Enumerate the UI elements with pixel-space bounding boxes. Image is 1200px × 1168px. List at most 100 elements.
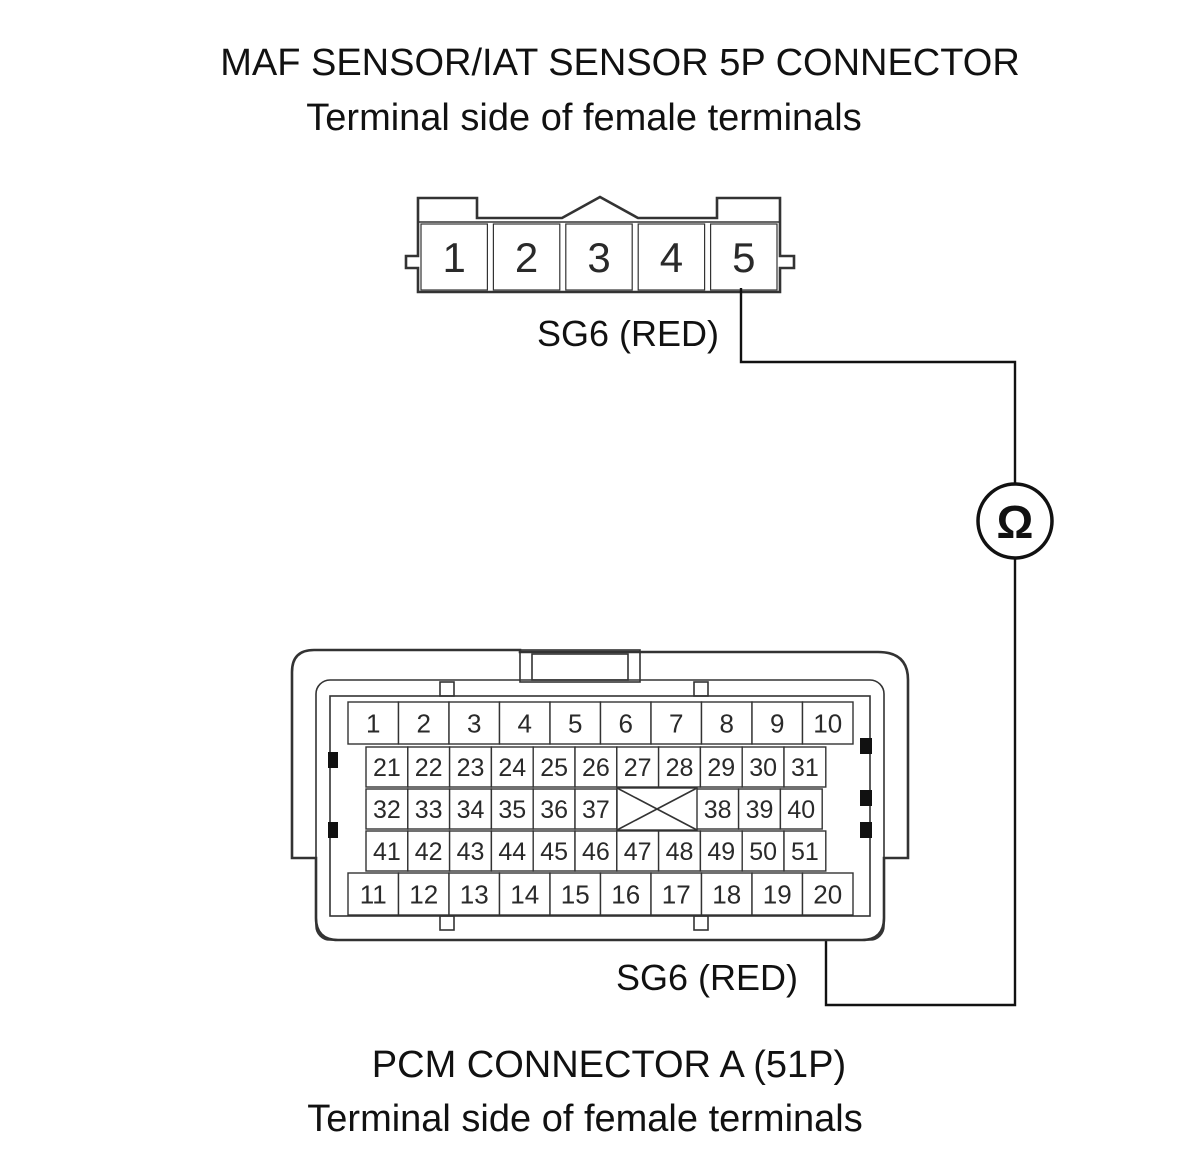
pcm-terminal-number: 21 xyxy=(373,754,401,782)
pcm-terminal-8: 8 xyxy=(700,701,753,745)
pcm-terminal-number: 38 xyxy=(704,796,732,824)
pcm-terminal-number: 19 xyxy=(763,879,792,909)
pcm-terminal-19: 19 xyxy=(751,872,804,916)
pcm-terminal-46: 46 xyxy=(574,830,618,872)
pcm-terminal-number: 11 xyxy=(360,879,387,909)
probe-wire-lower xyxy=(824,558,1017,1007)
pcm-terminal-number: 24 xyxy=(498,754,526,782)
pcm-terminal-29: 29 xyxy=(699,746,743,788)
pcm-terminal-number: 48 xyxy=(666,838,694,866)
pcm-terminal-number: 12 xyxy=(409,879,438,909)
maf-connector-title: MAF SENSOR/IAT SENSOR 5P CONNECTOR xyxy=(220,42,1020,84)
pcm-terminal-25: 25 xyxy=(532,746,576,788)
pcm-terminal-number: 16 xyxy=(611,879,640,909)
maf-terminal-number: 4 xyxy=(660,234,683,281)
pcm-terminal-11: 11 xyxy=(347,872,400,916)
pcm-blank-cavity xyxy=(616,787,698,831)
pcm-terminal-51: 51 xyxy=(783,830,827,872)
maf-connector-subtitle: Terminal side of female terminals xyxy=(306,97,861,139)
pcm-terminal-26: 26 xyxy=(574,746,618,788)
pcm-terminal-number: 30 xyxy=(749,754,777,782)
pcm-terminal-number: 33 xyxy=(415,796,443,824)
pcm-terminal-number: 43 xyxy=(457,838,485,866)
pcm-terminal-number: 2 xyxy=(417,708,431,738)
pcm-terminal-number: 7 xyxy=(669,708,683,738)
pcm-terminal-39: 39 xyxy=(737,788,782,830)
pcm-terminal-number: 50 xyxy=(749,838,777,866)
maf-terminal-number: 5 xyxy=(732,234,755,281)
pcm-terminal-number: 3 xyxy=(467,708,481,738)
maf-probe-label: SG6 (RED) xyxy=(537,313,719,354)
pcm-terminal-27: 27 xyxy=(616,746,660,788)
pcm-terminal-number: 1 xyxy=(366,708,380,738)
pcm-terminal-number: 35 xyxy=(498,796,526,824)
pcm-terminal-number: 28 xyxy=(666,754,694,782)
pcm-terminal-43: 43 xyxy=(448,830,493,872)
pcm-terminal-3: 3 xyxy=(448,701,501,745)
pcm-terminal-34: 34 xyxy=(448,788,493,830)
pcm-terminal-28: 28 xyxy=(657,746,702,788)
maf-terminal-1: 1 xyxy=(420,223,489,291)
pcm-terminal-number: 37 xyxy=(582,796,610,824)
pcm-terminal-number: 29 xyxy=(707,754,735,782)
pcm-terminal-number: 36 xyxy=(540,796,568,824)
pcm-terminal-number: 31 xyxy=(791,754,819,782)
pcm-terminal-number: 15 xyxy=(561,879,590,909)
pcm-terminal-number: 32 xyxy=(373,796,401,824)
pcm-terminal-number: 40 xyxy=(787,796,815,824)
pcm-terminal-7: 7 xyxy=(650,701,703,745)
pcm-terminal-17: 17 xyxy=(650,872,703,916)
pcm-terminal-number: 8 xyxy=(720,708,734,738)
pcm-terminal-31: 31 xyxy=(783,746,827,788)
pcm-terminal-12: 12 xyxy=(397,872,450,916)
pcm-terminal-30: 30 xyxy=(741,746,785,788)
pcm-terminal-number: 20 xyxy=(813,879,842,909)
pcm-terminal-number: 10 xyxy=(813,708,842,738)
pcm-terminal-number: 25 xyxy=(540,754,568,782)
pcm-terminal-number: 9 xyxy=(770,708,784,738)
pcm-terminal-32: 32 xyxy=(365,788,409,830)
pcm-terminal-number: 6 xyxy=(619,708,633,738)
pcm-terminal-16: 16 xyxy=(599,872,652,916)
pcm-terminal-36: 36 xyxy=(532,788,576,830)
pcm-terminal-2: 2 xyxy=(397,701,450,745)
pcm-terminal-number: 27 xyxy=(624,754,652,782)
maf-terminal-5: 5 xyxy=(709,223,778,291)
pcm-terminal-number: 17 xyxy=(662,879,691,909)
pcm-terminal-40: 40 xyxy=(779,788,823,830)
pcm-terminal-38: 38 xyxy=(696,788,740,830)
pcm-terminal-number: 41 xyxy=(373,838,401,866)
pcm-terminal-number: 26 xyxy=(582,754,610,782)
pcm-terminal-number: 22 xyxy=(415,754,443,782)
pcm-terminal-6: 6 xyxy=(599,701,652,745)
pcm-terminal-37: 37 xyxy=(574,788,618,830)
maf-terminal-2: 2 xyxy=(492,223,561,291)
pcm-terminal-number: 45 xyxy=(540,838,568,866)
pcm-terminal-23: 23 xyxy=(448,746,493,788)
pcm-terminal-47: 47 xyxy=(616,830,660,872)
pcm-terminal-15: 15 xyxy=(549,872,602,916)
maf-terminal-4: 4 xyxy=(637,223,706,291)
pcm-terminal-number: 4 xyxy=(518,708,532,738)
pcm-terminal-45: 45 xyxy=(532,830,576,872)
pcm-terminal-number: 51 xyxy=(791,838,819,866)
pcm-terminal-number: 39 xyxy=(746,796,774,824)
pcm-terminal-number: 18 xyxy=(712,879,741,909)
pcm-terminal-number: 49 xyxy=(707,838,735,866)
pcm-probe-label: SG6 (RED) xyxy=(616,957,798,998)
pcm-terminal-48: 48 xyxy=(657,830,702,872)
pcm-terminal-42: 42 xyxy=(407,830,451,872)
pcm-terminal-35: 35 xyxy=(490,788,534,830)
pcm-terminal-50: 50 xyxy=(741,830,785,872)
pcm-terminal-24: 24 xyxy=(490,746,534,788)
pcm-terminal-22: 22 xyxy=(407,746,451,788)
pcm-terminal-18: 18 xyxy=(700,872,753,916)
maf-terminal-number: 2 xyxy=(515,234,538,281)
pcm-terminal-number: 5 xyxy=(568,708,582,738)
pcm-terminal-number: 46 xyxy=(582,838,610,866)
pcm-terminal-number: 44 xyxy=(498,838,526,866)
pcm-terminal-number: 47 xyxy=(624,838,652,866)
pcm-terminal-49: 49 xyxy=(699,830,743,872)
